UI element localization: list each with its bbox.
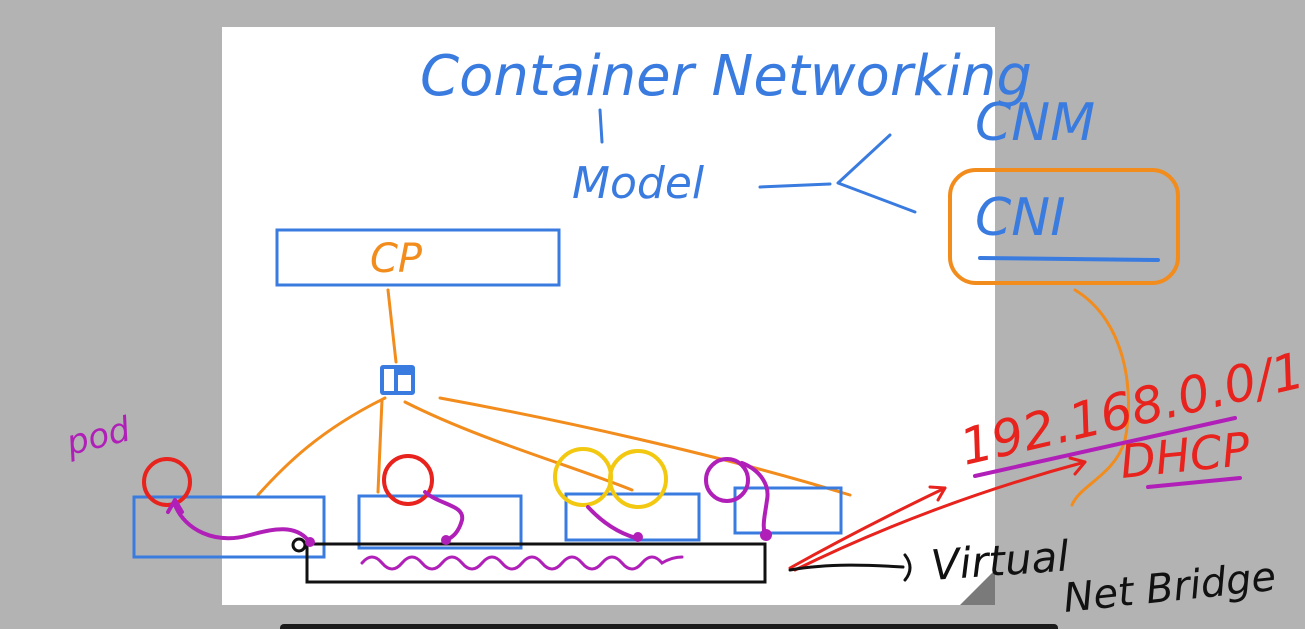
cni-to-dhcp-arrow [1070,288,1130,507]
node-box-1 [132,495,326,559]
node-box-2 [357,494,523,550]
whiteboard-page [222,27,995,605]
bridge-label-line2: Net Bridge [1061,554,1278,622]
hub-link-node-4 [438,396,852,497]
hub-link-node-3 [403,400,634,492]
pod-circle-2 [382,454,434,506]
pod-circle-4 [704,457,750,503]
page-curl-corner [960,570,995,605]
cni-highlight-box [948,168,1180,285]
veth-link-1 [173,503,310,542]
bridge-to-dhcp-arrow [793,460,1087,572]
hub-link-node-1 [256,396,387,497]
bridge-to-dhcp-arrowhead [1068,456,1087,476]
bridge-port-1-dot [305,537,315,547]
veth-link-4 [740,461,770,537]
network-hub-icon-slot [398,375,411,391]
network-hub-icon-slot [384,369,394,391]
veth-link-2 [423,490,465,542]
bridge-label-line1: Virtual [929,531,1071,590]
hub-link-node-2 [376,398,384,494]
control-plane-box [275,228,561,287]
veth-arrowhead-1 [166,498,184,514]
diagram-title: Container Networking [420,44,1032,109]
pod-circle-1 [142,457,192,507]
cni-underline [978,256,1160,262]
virtual-bridge-box [305,542,767,584]
option-cnm: CNM [975,93,1095,153]
bridge-port-1 [291,537,307,553]
bottom-toolbar-edge [280,624,1058,629]
veth-link-3 [586,505,638,540]
model-label: Model [572,158,705,209]
bridge-to-ip-arrow [788,486,947,570]
bridge-label-pointer [788,553,912,582]
cp-to-hub-line [386,288,398,364]
pod-circle-3b [608,449,668,509]
model-fork-lines [758,133,917,214]
node-box-4 [733,486,843,535]
bridge-port-4-dot [760,529,772,541]
control-plane-label: CP [370,236,423,282]
dhcp-underline [1146,476,1242,489]
title-connector [598,108,604,144]
bridge-port-3-dot [633,532,643,542]
ip-range-underline [973,416,1237,478]
bridge-to-ip-arrowhead [928,485,947,502]
node-box-3 [564,492,701,542]
pod-label: pod [62,409,135,464]
bridge-port-2-dot [441,535,451,545]
option-cni: CNI [975,188,1066,248]
bridge-traffic-wave [360,555,684,571]
